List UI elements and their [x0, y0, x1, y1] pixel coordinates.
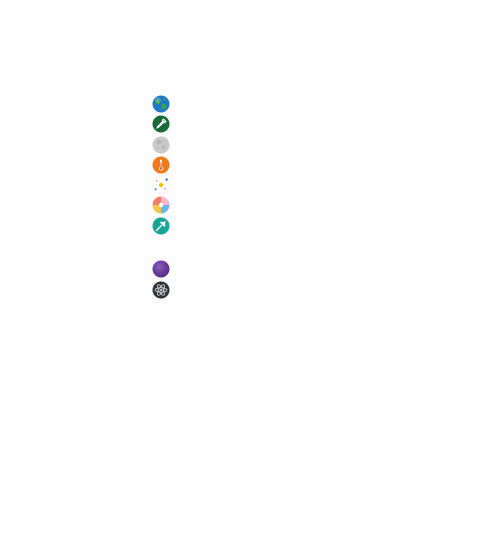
globe-icon [152, 95, 170, 113]
solar-system-icon [152, 176, 170, 194]
menu-item-color-palette[interactable] [152, 195, 332, 215]
menu-item-purple-orb[interactable] [152, 259, 332, 279]
thermometer-icon [152, 156, 170, 174]
menu-item-atom[interactable] [152, 280, 332, 300]
menu-item-solar-system[interactable] [152, 175, 332, 195]
menu-item-dropper[interactable] [152, 114, 332, 134]
dropper-icon [152, 115, 170, 133]
menu-item-thermometer[interactable] [152, 155, 332, 175]
purple-orb-icon [152, 260, 170, 278]
menu-item-pushpin[interactable] [152, 216, 332, 236]
menu-item-globe[interactable] [152, 94, 332, 114]
color-palette-icon [152, 196, 170, 214]
moon-icon [152, 136, 170, 154]
pushpin-icon [152, 217, 170, 235]
app-menu-panel [136, 86, 338, 322]
menu-item-moon[interactable] [152, 135, 332, 155]
atom-icon [152, 281, 170, 299]
